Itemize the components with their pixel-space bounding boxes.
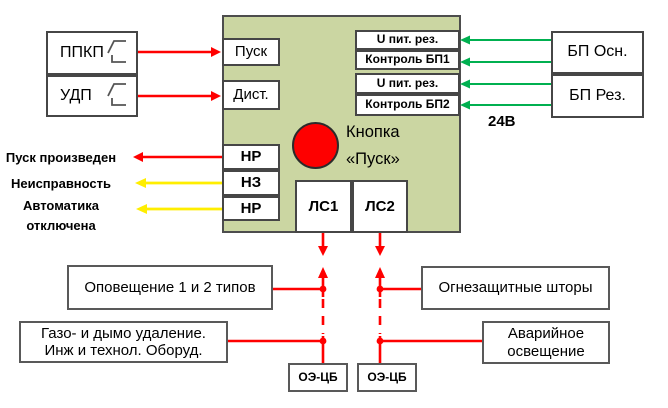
nr-relay-label-2: НР (240, 199, 262, 217)
ls2-box: ЛС2 (352, 180, 408, 233)
notification-label: Оповещение 1 и 2 типов (84, 278, 256, 296)
u-pit-rez-label-2: U пит. рез. (376, 75, 439, 90)
start-button-caption-line1: Кнопка (346, 123, 400, 141)
arrow-bp-main-control (460, 57, 551, 67)
ppkp-box: ППКП (46, 31, 138, 75)
oecb-box-2: ОЭ-ЦБ (357, 363, 417, 392)
gas-smoke-label-line2: Инж и технол. Оборуд. (44, 342, 203, 359)
signal-label-auto-line1: Автоматика (23, 198, 99, 213)
bp-main-box: БП Осн. (551, 31, 644, 74)
start-button-caption: Кнопка «Пуск» (346, 119, 400, 173)
emergency-light-label-line1: Аварийное (507, 325, 585, 343)
fire-curtains-label: Огнезащитные шторы (438, 279, 593, 297)
signal-label-start: Пуск произведен (5, 150, 117, 165)
u-pit-rez-box-2: U пит. рез. (355, 73, 460, 94)
ls2-label: ЛС2 (365, 197, 395, 215)
ls1-label: ЛС1 (308, 197, 339, 215)
arrow-bp-reserve-u (460, 79, 551, 89)
start-button-caption-line2: «Пуск» (346, 150, 400, 168)
signal-label-auto-off: Автоматика отключена (2, 196, 120, 236)
nr-relay-label-1: НР (240, 148, 262, 166)
arrow-ppkp-to-pusk (138, 47, 221, 57)
kontrol-bp1-box: Контроль БП1 (355, 50, 460, 70)
arrow-auto-off-signal (136, 204, 222, 214)
kontrol-bp2-box: Контроль БП2 (355, 94, 460, 116)
emergency-light-label-line2: освещение (507, 342, 585, 360)
nz-relay-label: НЗ (240, 174, 262, 192)
arrow-fault-signal (135, 178, 222, 188)
oecb-box-1: ОЭ-ЦБ (288, 363, 348, 392)
oecb-label-2: ОЭ-ЦБ (367, 369, 407, 384)
kontrol-bp1-label: Контроль БП1 (365, 52, 450, 67)
u-pit-rez-label-1: U пит. рез. (376, 32, 439, 47)
signal-label-fault: Неисправность (10, 176, 112, 191)
bp-reserve-label: БП Рез. (569, 86, 626, 104)
ls1-box: ЛС1 (295, 180, 352, 233)
bp-main-label: БП Осн. (567, 43, 628, 61)
emergency-light-box: Аварийное освещение (482, 321, 610, 364)
pusk-terminal-box: Пуск (222, 38, 280, 66)
nr-relay-box-1: НР (222, 144, 280, 170)
udp-label: УДП (60, 86, 92, 104)
ppkp-label: ППКП (60, 43, 104, 61)
voltage-label: 24В (488, 113, 516, 130)
nr-relay-box-2: НР (222, 196, 280, 221)
switch-contact-icon (107, 40, 126, 63)
arrow-start-signal (133, 152, 222, 162)
dist-terminal-label: Дист. (233, 86, 269, 104)
arrow-bp-reserve-control (460, 100, 551, 110)
arrow-udp-to-dist (138, 91, 221, 101)
switch-contact-icon (107, 83, 126, 106)
start-button-icon (292, 122, 339, 169)
bp-reserve-box: БП Рез. (551, 74, 644, 118)
fire-curtains-box: Огнезащитные шторы (421, 266, 610, 310)
arrow-bp-main-u (460, 35, 551, 45)
dist-terminal-box: Дист. (222, 80, 280, 110)
kontrol-bp2-label: Контроль БП2 (365, 97, 450, 112)
u-pit-rez-box-1: U пит. рез. (355, 30, 460, 50)
gas-smoke-box: Газо- и дымо удаление. Инж и технол. Обо… (19, 321, 228, 363)
nz-relay-box: НЗ (222, 170, 280, 196)
udp-box: УДП (46, 75, 138, 117)
gas-smoke-label-line1: Газо- и дымо удаление. (41, 324, 206, 342)
notification-box: Оповещение 1 и 2 типов (67, 265, 273, 310)
pusk-terminal-label: Пуск (234, 43, 268, 61)
oecb-label-1: ОЭ-ЦБ (298, 369, 338, 384)
signal-label-auto-line2: отключена (26, 218, 96, 233)
